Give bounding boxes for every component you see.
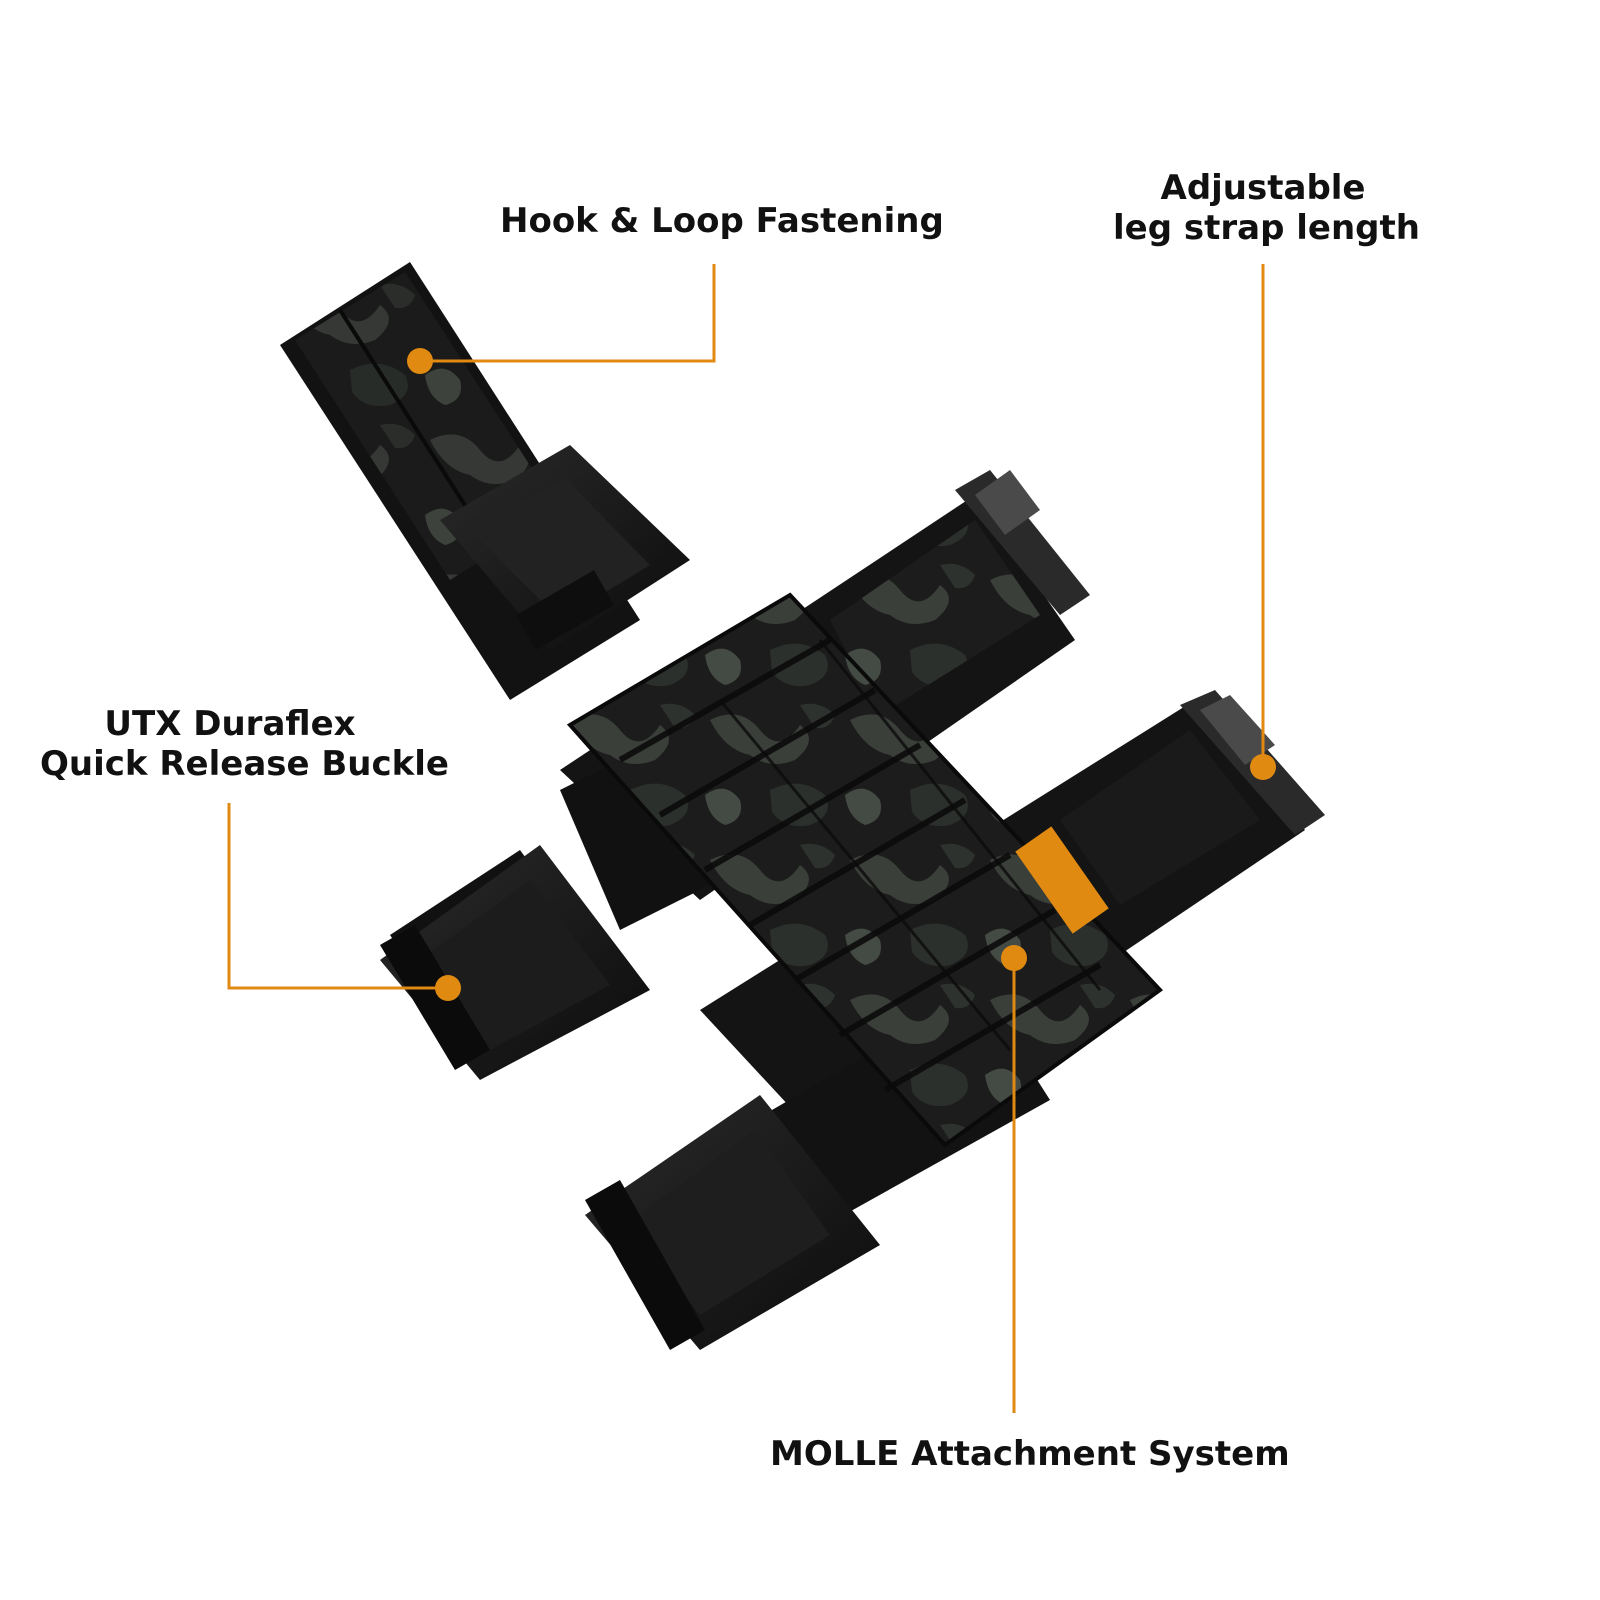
adjustable-line1: Adjustable [1160,168,1366,208]
molle-text: MOLLE Attachment System [770,1434,1290,1474]
hook-loop-label: Hook & Loop Fastening [500,201,944,241]
utx-line1: UTX Duraflex [104,704,356,744]
adjustable-dot [1250,754,1276,780]
hook-loop-text: Hook & Loop Fastening [500,201,944,241]
adjustable-label: Adjustable leg strap length [1113,168,1420,248]
top-side-release-buckle [440,445,690,650]
hook-loop-leader [412,264,716,363]
adjustable-line2: leg strap length [1113,208,1420,248]
callout-dots [407,348,1276,1001]
utx-line2: Quick Release Buckle [40,744,449,784]
utx-label: UTX Duraflex Quick Release Buckle [40,704,449,784]
utx-duraflex-buckle [380,845,650,1080]
hook-loop-dot [407,348,433,374]
molle-dot [1001,945,1027,971]
callout-lines [227,264,1265,1413]
molle-label: MOLLE Attachment System [770,1434,1290,1474]
bottom-side-release-buckle [585,1095,880,1350]
utx-dot [435,975,461,1001]
utx-leader [227,803,448,990]
brand-tag [1015,826,1109,934]
